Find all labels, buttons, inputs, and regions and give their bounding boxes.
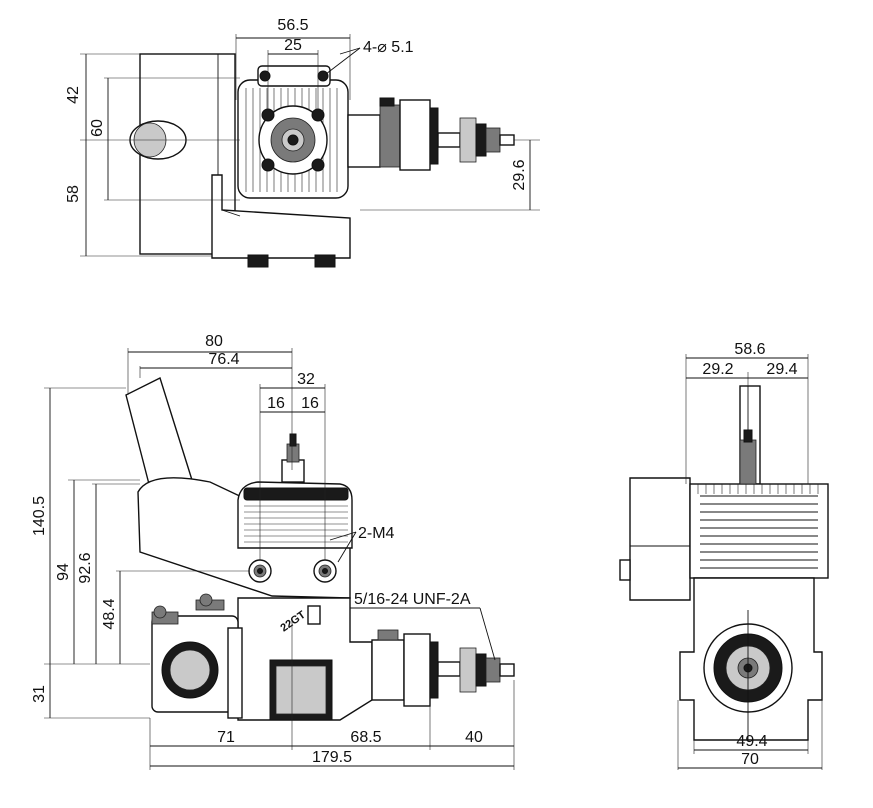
dim-60: 60: [89, 119, 106, 137]
top-prop-hub: [347, 97, 515, 171]
front-crankcase: [679, 577, 823, 741]
dim-32: 32: [297, 371, 315, 388]
side-crankcase: 22GT: [237, 597, 373, 721]
dim-16-right: 16: [301, 395, 319, 412]
top-dim-lines: [80, 34, 540, 257]
top-cylinder-head: [237, 65, 349, 199]
side-carburetor: [151, 593, 243, 719]
dim-29-2: 29.2: [702, 361, 733, 378]
dim-58-6: 58.6: [734, 341, 765, 358]
front-cylinder: [689, 429, 829, 579]
dim-80: 80: [205, 333, 223, 350]
dim-71: 71: [217, 729, 235, 746]
dim-48-4: 48.4: [101, 598, 118, 629]
side-prop-hub: [371, 629, 515, 707]
dim-16-left: 16: [267, 395, 285, 412]
dim-29-6: 29.6: [511, 159, 528, 190]
dim-58: 58: [65, 185, 82, 203]
dim-25: 25: [284, 37, 302, 54]
top-base: [211, 174, 351, 268]
dim-40: 40: [465, 729, 483, 746]
dim-94: 94: [55, 563, 72, 581]
dim-56-5: 56.5: [277, 17, 308, 34]
dim-49-4: 49.4: [736, 733, 767, 750]
dim-29-4: 29.4: [766, 361, 797, 378]
dim-70: 70: [741, 751, 759, 768]
side-view: 22GT: [31, 333, 515, 770]
side-dim-lines: [44, 348, 515, 770]
dim-31: 31: [31, 685, 48, 703]
side-mount-screws: [248, 559, 337, 583]
callout-holes: 4-⌀ 5.1: [363, 39, 414, 56]
dim-76-4: 76.4: [208, 351, 239, 368]
front-dim-lines: [677, 354, 823, 770]
front-view: 58.6 29.2 29.4 49.4 70: [619, 341, 829, 770]
dim-179-5: 179.5: [312, 749, 352, 766]
dim-42: 42: [65, 86, 82, 104]
top-view: 56.5 25 4-⌀ 5.1 42 60 58 29.6: [65, 17, 540, 268]
callout-thread: 5/16-24 UNF-2A: [354, 591, 471, 608]
dim-140-5: 140.5: [31, 496, 48, 536]
callout-2-m4: 2-M4: [358, 525, 395, 542]
side-cylinder: [237, 433, 353, 549]
dim-68-5: 68.5: [350, 729, 381, 746]
dim-92-6: 92.6: [77, 552, 94, 583]
